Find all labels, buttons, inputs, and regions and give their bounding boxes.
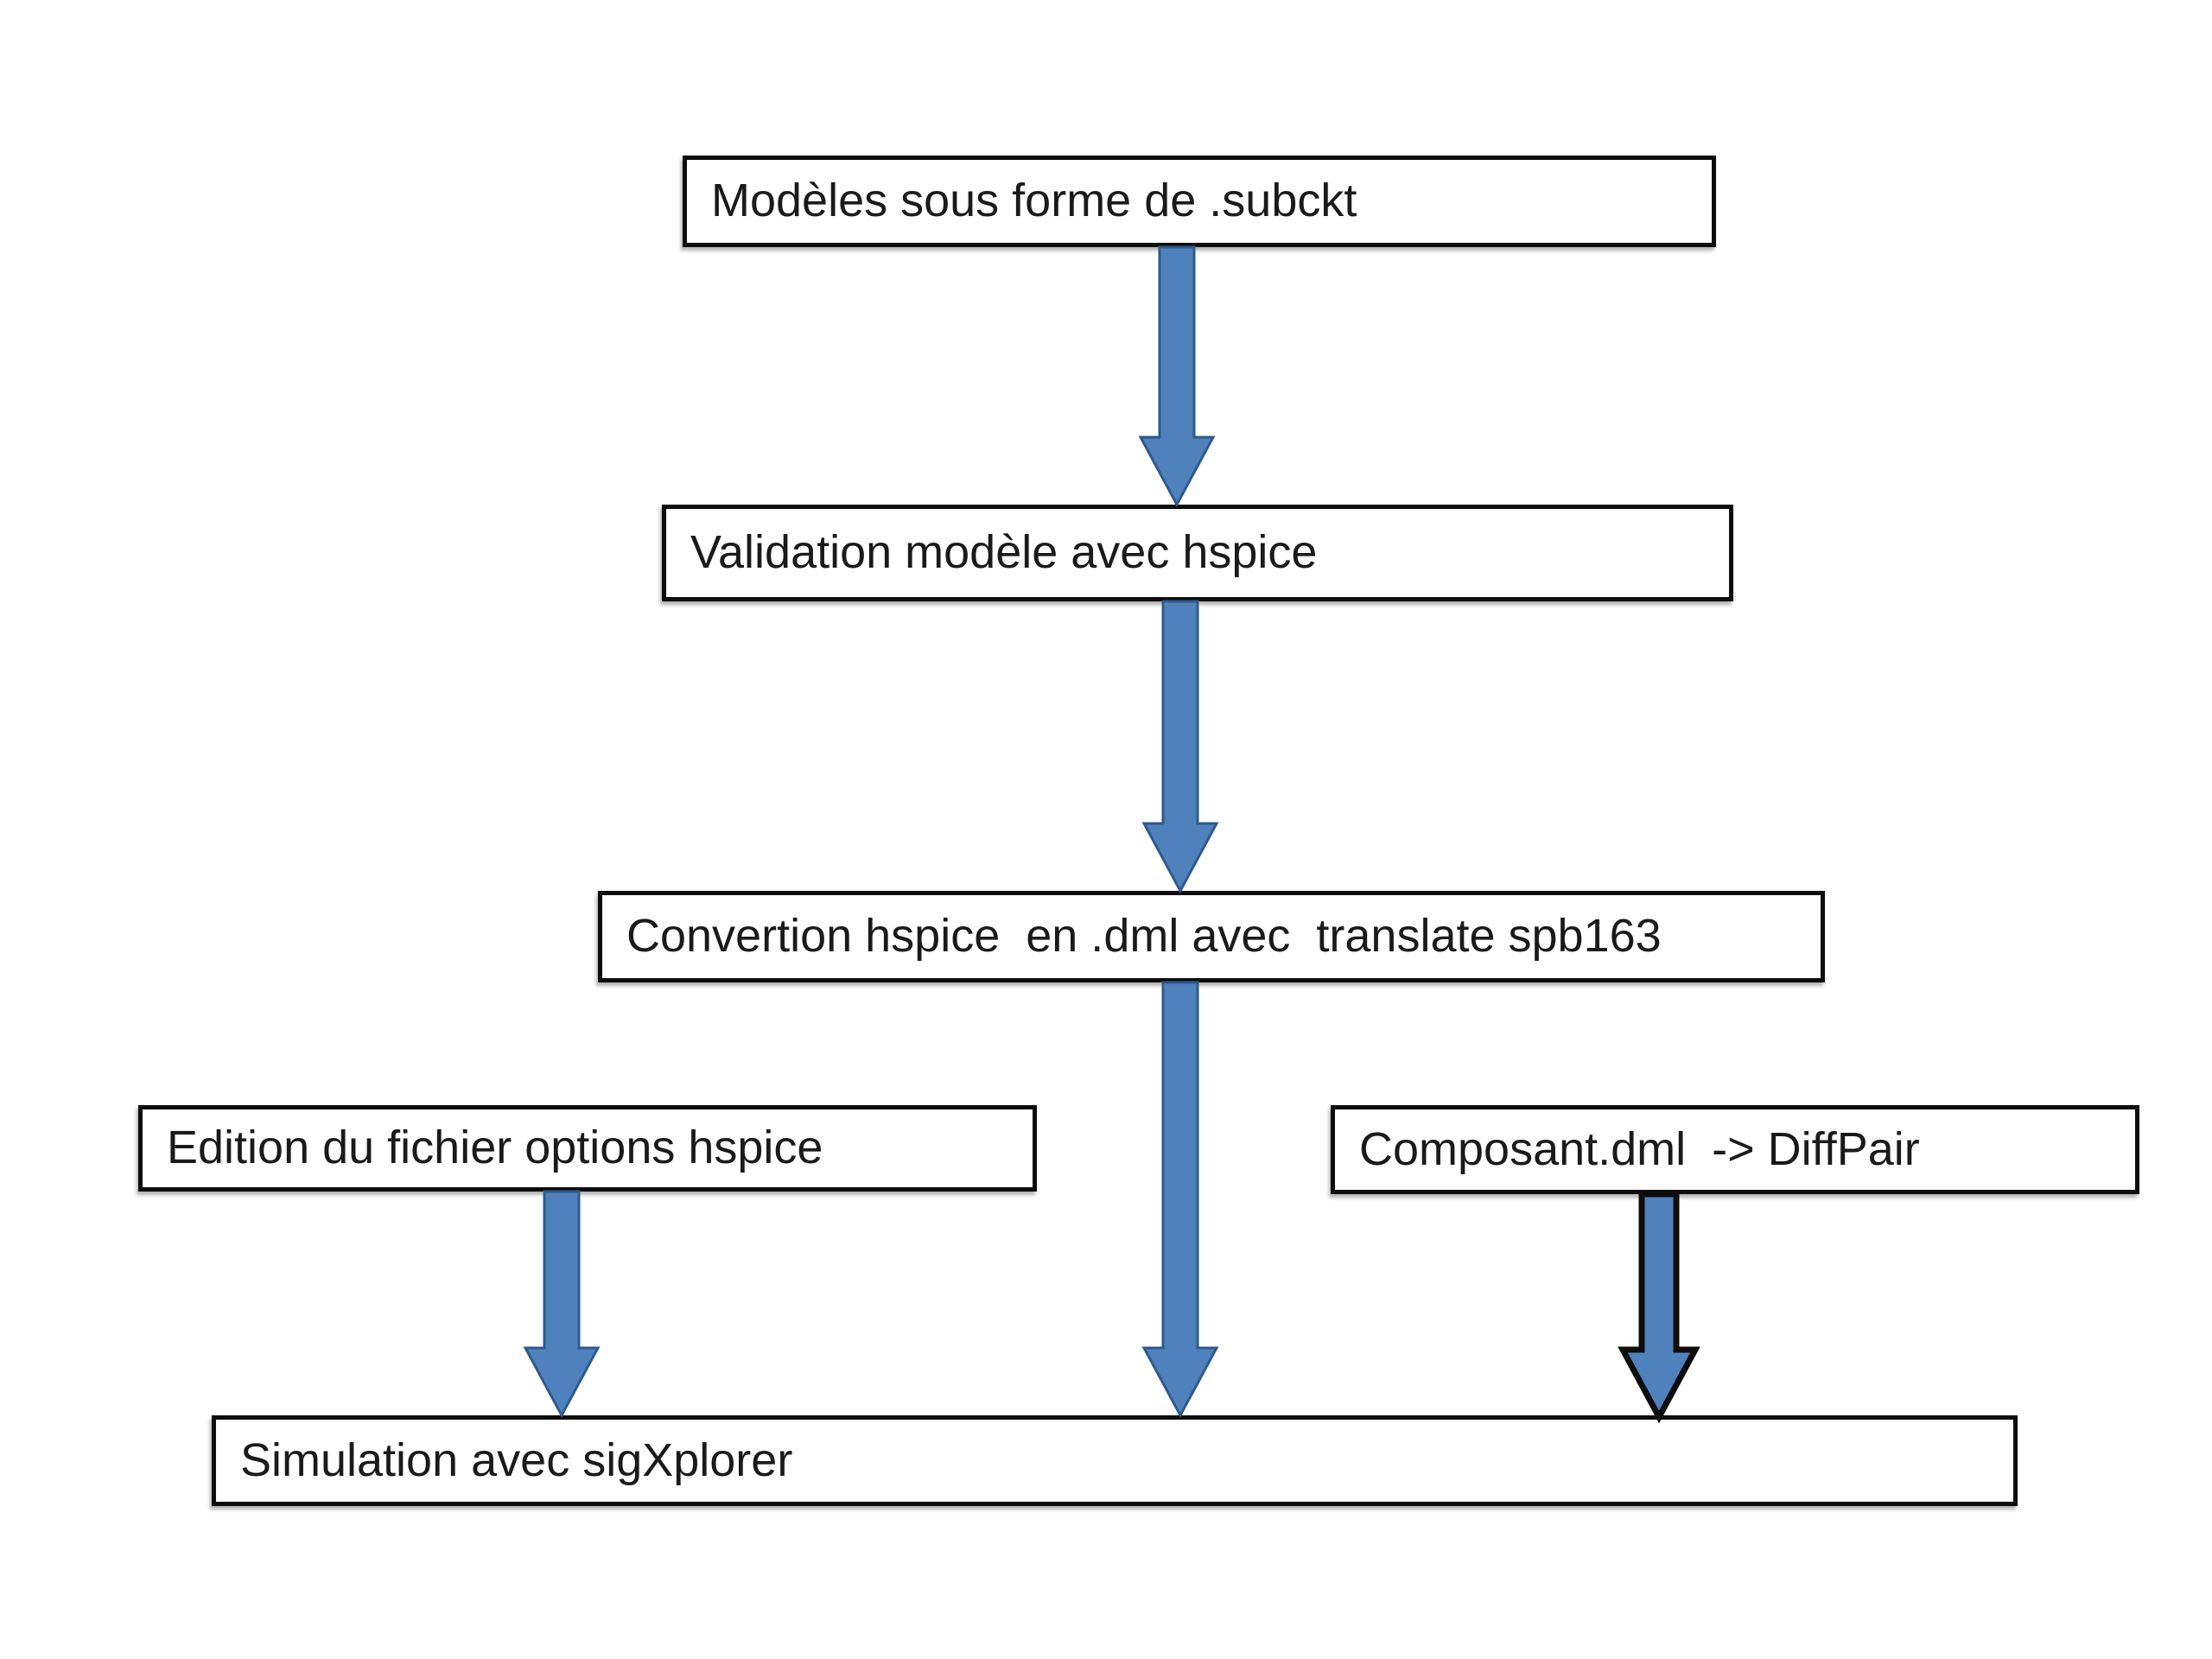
arrow-shape xyxy=(523,1190,601,1419)
node-validation-hspice-label: Validation modèle avec hspice xyxy=(690,526,1318,579)
node-modeles-subckt: Modèles sous forme de .subckt xyxy=(683,156,1716,247)
arrow-down-icon-composant-to-simulation xyxy=(1618,1191,1700,1424)
node-convertion-dml: Convertion hspice en .dml avec translate… xyxy=(598,891,1825,982)
arrow-down-icon-subckt-to-validation xyxy=(1138,245,1216,508)
node-edition-options: Edition du fichier options hspice xyxy=(138,1105,1037,1192)
node-modeles-subckt-label: Modèles sous forme de .subckt xyxy=(711,175,1357,227)
node-validation-hspice: Validation modèle avec hspice xyxy=(662,505,1733,601)
node-edition-options-label: Edition du fichier options hspice xyxy=(167,1122,823,1174)
arrow-down-icon-convertion-to-simulation xyxy=(1141,981,1219,1419)
node-simulation-sigxplorer-label: Simulation avec sigXplorer xyxy=(240,1433,793,1486)
arrow-shape xyxy=(1141,981,1219,1419)
arrow-down-icon-options-to-simulation xyxy=(523,1190,601,1419)
node-convertion-dml-label: Convertion hspice en .dml avec translate… xyxy=(626,910,1662,963)
node-simulation-sigxplorer: Simulation avec sigXplorer xyxy=(212,1415,2018,1506)
arrow-down-icon-validation-to-convertion xyxy=(1141,600,1219,894)
node-composant-diffpair: Composant.dml -> DiffPair xyxy=(1331,1105,2139,1194)
arrow-shape-black-outline xyxy=(1618,1191,1700,1424)
arrow-shape xyxy=(1141,600,1219,894)
arrow-shape xyxy=(1138,245,1216,508)
node-composant-diffpair-label: Composant.dml -> DiffPair xyxy=(1359,1122,1920,1175)
